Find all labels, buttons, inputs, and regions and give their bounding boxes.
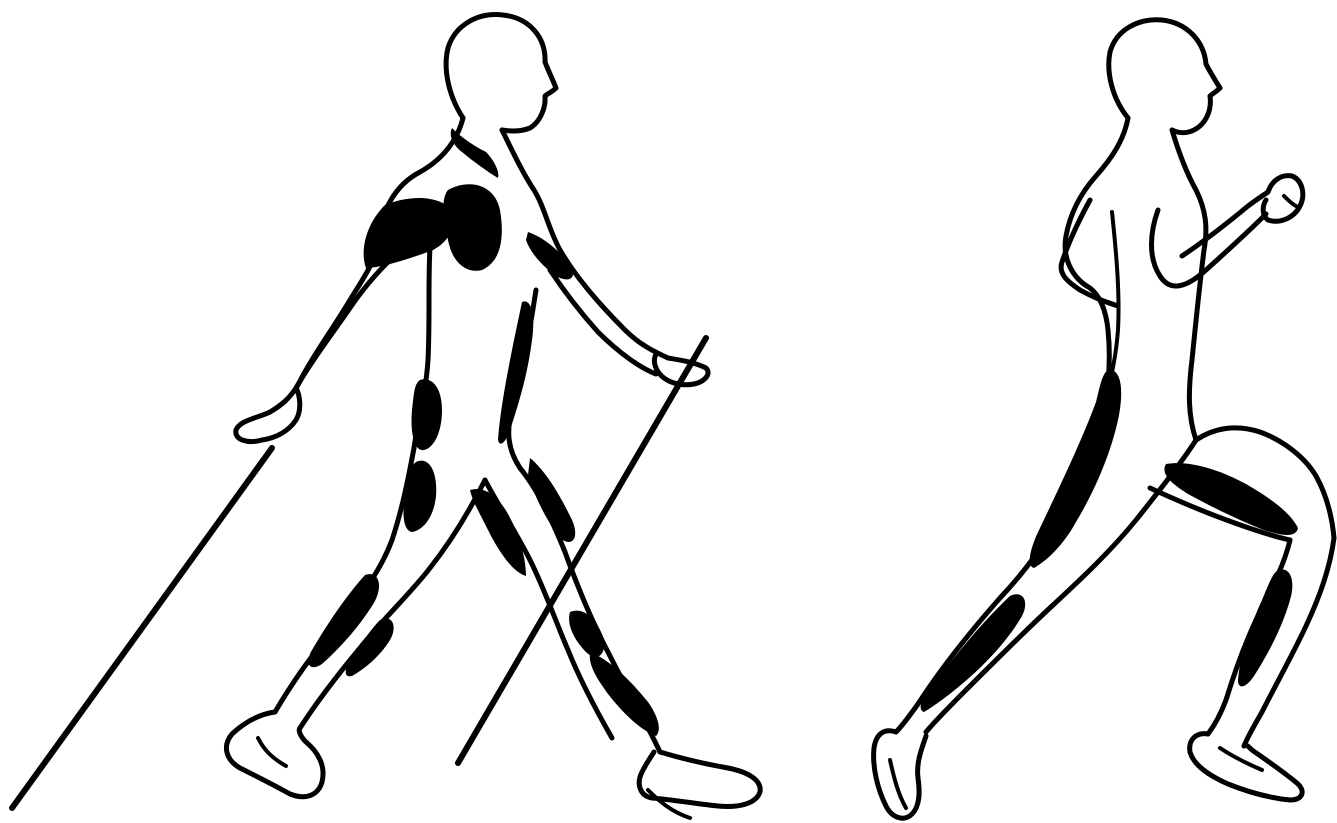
walker-front-thigh-muscle bbox=[528, 458, 575, 542]
walker-neck-muscle bbox=[451, 128, 499, 178]
walker-back-leg-inner bbox=[300, 480, 485, 728]
runner-hamstring-muscle bbox=[1030, 370, 1121, 568]
runner-back-outline bbox=[1065, 118, 1128, 396]
walker-back-shoe-sole bbox=[258, 738, 286, 766]
walker-head bbox=[446, 15, 556, 131]
runner-figure bbox=[874, 20, 1334, 818]
walker-shoulder-muscle bbox=[364, 198, 454, 268]
walker-front-knee-muscle bbox=[569, 611, 604, 657]
walker-front-arm-inner bbox=[550, 270, 656, 374]
walker-hip-muscle bbox=[412, 379, 443, 450]
walker-back-shoe bbox=[226, 712, 323, 797]
walker-abdomen-muscle bbox=[498, 301, 533, 443]
runner-back-shoe bbox=[874, 731, 926, 818]
walker-front-calf-muscle bbox=[590, 652, 659, 736]
runner-front-arm bbox=[1152, 210, 1267, 286]
runner-back-calf-muscle bbox=[921, 594, 1026, 712]
left-walking-pole bbox=[12, 448, 272, 808]
runner-fist-knuckle bbox=[1284, 196, 1296, 206]
runner-back-shoe-sole bbox=[890, 760, 906, 808]
nordic-walker-figure bbox=[12, 15, 760, 818]
walker-chest-muscle bbox=[443, 184, 501, 270]
right-walking-pole bbox=[458, 338, 706, 763]
walker-rear-arm-inner bbox=[296, 258, 392, 388]
walker-back-leg-outer bbox=[275, 448, 414, 712]
runner-front-shoe bbox=[1190, 734, 1302, 800]
runner-head bbox=[1109, 20, 1220, 133]
runner-muscle-highlights bbox=[921, 370, 1298, 712]
runner-back-leg-outer bbox=[896, 396, 1106, 732]
runner-front-fist bbox=[1263, 176, 1303, 222]
